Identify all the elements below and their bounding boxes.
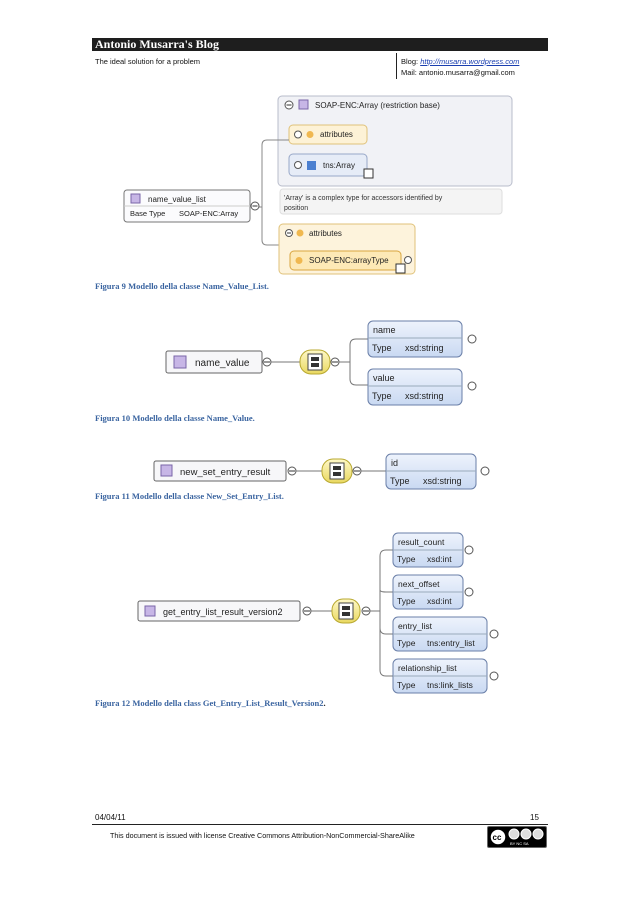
name-value-element: name_value bbox=[195, 358, 250, 369]
child-type: xsd:int bbox=[427, 554, 452, 564]
attributes2-label: attributes bbox=[309, 229, 342, 238]
caption-text: Modello della class Get_Entry_List_Resul… bbox=[132, 698, 324, 708]
caption-prefix: Figura 9 bbox=[95, 281, 129, 291]
base-type-value: SOAP-ENC:Array bbox=[179, 209, 238, 218]
caption-text: Modello della classe Name_Value. bbox=[132, 413, 255, 423]
get-entry-list-result-element: get_entry_list_result_version2 bbox=[163, 607, 283, 617]
caption-text: Modello della classe New_Set_Entry_List. bbox=[131, 491, 284, 501]
cc-license-badge[interactable]: cc BY NC SA bbox=[487, 826, 547, 848]
mail-text: Mail: antonio.musarra@gmail.com bbox=[401, 68, 515, 77]
entry-list-child-box: entry_list Type tns:entry_list bbox=[392, 616, 499, 652]
child-type-label: Type bbox=[397, 680, 416, 690]
child-name: next_offset bbox=[398, 579, 440, 589]
caption-end: . bbox=[323, 698, 326, 708]
name-child-box: name Type xsd:string bbox=[367, 320, 477, 358]
figure11-diagram: new_set_entry_result id Type xsd:string bbox=[153, 453, 490, 490]
child-name: relationship_list bbox=[398, 663, 457, 673]
child-type: xsd:string bbox=[423, 476, 462, 486]
value-child-box: value Type xsd:string bbox=[367, 368, 477, 406]
child-type: xsd:string bbox=[405, 343, 444, 353]
child-type-label: Type bbox=[397, 638, 416, 648]
cc-text: cc bbox=[493, 833, 502, 842]
cc-license-icon: cc BY NC SA bbox=[489, 828, 544, 846]
caption-prefix: Figura 11 bbox=[95, 491, 132, 501]
blog-title: Antonio Musarra's Blog bbox=[95, 37, 220, 51]
figure10-caption: Figura 10 Modello della classe Name_Valu… bbox=[95, 413, 255, 423]
child-name: name bbox=[373, 325, 396, 335]
header-divider bbox=[396, 53, 397, 79]
child-type-label: Type bbox=[372, 343, 392, 353]
figure10-diagram: name_value name Type xsd:string value Ty… bbox=[165, 320, 477, 406]
child-type: xsd:string bbox=[405, 391, 444, 401]
caption-text: Modello della classe Name_Value_List. bbox=[128, 281, 269, 291]
doc-line-2: position bbox=[284, 205, 308, 212]
blog-label: Blog: bbox=[401, 57, 421, 66]
tns-array-label: tns:Array bbox=[323, 161, 355, 170]
array-type-label: SOAP-ENC:arrayType bbox=[309, 256, 389, 265]
child-type-label: Type bbox=[397, 596, 416, 606]
header-contact: Blog: http://musarra.wordpress.com Mail:… bbox=[401, 56, 519, 78]
figure9-caption: Figura 9 Modello della classe Name_Value… bbox=[95, 281, 269, 291]
new-set-entry-result-element: new_set_entry_result bbox=[180, 467, 271, 478]
figure12-caption: Figura 12 Modello della class Get_Entry_… bbox=[95, 698, 326, 708]
child-type: tns:link_lists bbox=[427, 680, 473, 690]
blog-tagline: The ideal solution for a problem bbox=[95, 57, 201, 66]
child-type-label: Type bbox=[372, 391, 392, 401]
child-type: xsd:int bbox=[427, 596, 452, 606]
child-name: value bbox=[373, 373, 395, 383]
child-name: entry_list bbox=[398, 621, 433, 631]
figure9-diagram: SOAP-ENC:Array (restriction base) attrib… bbox=[123, 95, 513, 275]
blog-link[interactable]: http://musarra.wordpress.com bbox=[420, 57, 520, 66]
attributes-label: attributes bbox=[320, 130, 353, 139]
page-number: 15 bbox=[530, 813, 539, 822]
figure12-diagram: get_entry_list_result_version2 result_co… bbox=[137, 532, 499, 694]
license-text: This document is issued with license Cre… bbox=[110, 831, 415, 840]
child-type: tns:entry_list bbox=[427, 638, 475, 648]
cc-terms: BY NC SA bbox=[510, 841, 529, 846]
restriction-label: SOAP-ENC:Array (restriction base) bbox=[315, 101, 440, 110]
next-offset-child-box: next_offset Type xsd:int bbox=[392, 574, 474, 610]
child-type-label: Type bbox=[397, 554, 416, 564]
header-bar bbox=[92, 38, 548, 51]
child-name: result_count bbox=[398, 537, 445, 547]
result-count-child-box: result_count Type xsd:int bbox=[392, 532, 474, 568]
relationship-list-child-box: relationship_list Type tns:link_lists bbox=[392, 658, 499, 694]
figure11-caption: Figura 11 Modello della classe New_Set_E… bbox=[95, 491, 284, 501]
footer-date: 04/04/11 bbox=[95, 813, 126, 822]
caption-prefix: Figura 12 bbox=[95, 698, 133, 708]
child-type-label: Type bbox=[390, 476, 410, 486]
caption-prefix: Figura 10 bbox=[95, 413, 133, 423]
name-value-list-element: name_value_list bbox=[148, 195, 207, 204]
base-type-label: Base Type bbox=[130, 209, 165, 218]
footer-divider bbox=[92, 824, 548, 825]
doc-line-1: 'Array' is a complex type for accessors … bbox=[284, 195, 443, 202]
child-name: id bbox=[391, 458, 398, 468]
